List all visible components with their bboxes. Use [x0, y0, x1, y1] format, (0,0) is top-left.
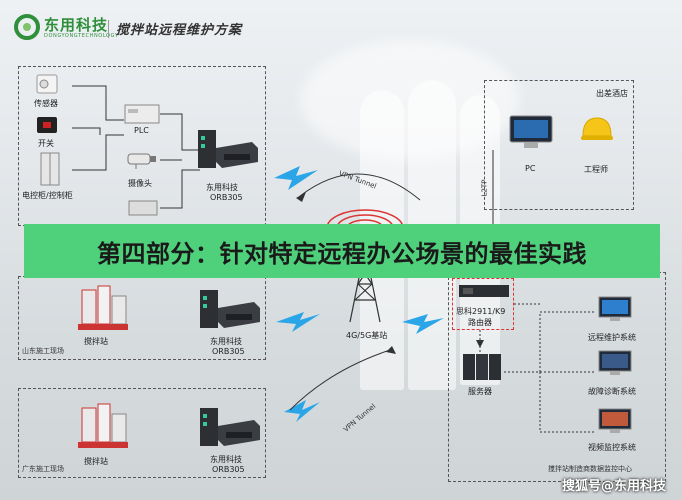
router-type-label: 路由器 — [468, 318, 492, 327]
mixing-plant-icon — [78, 403, 128, 448]
header: 东用科技 DONGYONGTECHNOLOGY 搅拌站远程维护方案 — [0, 0, 682, 56]
monitor-icon — [598, 408, 632, 433]
sensor-icon — [36, 74, 58, 94]
site-guangdong-box — [18, 388, 266, 478]
wireless-signal-icon — [402, 314, 444, 334]
wireless-signal-icon — [276, 312, 320, 332]
switch-label: 开关 — [38, 139, 54, 148]
plc-label: PLC — [134, 126, 149, 135]
section-banner: 第四部分：针对特定远程办公场景的最佳实践 — [24, 224, 660, 278]
monitor-icon — [598, 296, 632, 321]
engineer-helmet-icon — [581, 117, 613, 140]
mixing-plant-icon — [78, 285, 128, 330]
tower-label: 4G/5G基站 — [346, 331, 388, 340]
control-cabinet-icon — [40, 152, 60, 186]
hardware-icon — [128, 200, 158, 216]
watermark: 搜狐号@东用科技 — [561, 479, 666, 494]
router-brand-label: 东用科技 — [210, 337, 242, 346]
router-brand-label: 东用科技 — [206, 183, 238, 192]
router-model-label: ORB305 — [210, 193, 243, 202]
pc-icon — [509, 115, 553, 148]
video-system-label: 视频监控系统 — [588, 443, 636, 452]
router-brand-label: 东用科技 — [210, 455, 242, 464]
mixing-plant-label: 搅拌站 — [84, 457, 108, 466]
wireless-signal-icon — [274, 166, 318, 190]
monitor-icon — [598, 350, 632, 375]
header-divider — [108, 20, 109, 38]
camera-label: 摄像头 — [128, 179, 152, 188]
router-model-label: 思科2911/K9 — [456, 307, 506, 316]
brand-english: DONGYONGTECHNOLOGY — [44, 33, 119, 39]
site-location-label: 山东施工现场 — [22, 347, 64, 355]
diagnosis-system-label: 故障诊断系统 — [588, 387, 636, 396]
company-logo-icon — [14, 14, 40, 40]
datacenter-label: 搅拌站制造商数据监控中心 — [548, 465, 632, 473]
sensor-label: 传感器 — [34, 99, 58, 108]
pc-label: PC — [525, 164, 536, 173]
server-icon — [463, 354, 501, 380]
router-orb305-icon — [200, 290, 260, 328]
mixing-plant-label: 搅拌站 — [84, 337, 108, 346]
engineer-label: 工程师 — [584, 165, 608, 174]
plc-icon — [124, 104, 160, 124]
l2tp-label: L2TP — [480, 179, 489, 197]
hotel-title: 出差酒店 — [596, 89, 628, 98]
router-model-label: ORB305 — [212, 347, 245, 356]
site-location-label: 广东施工现场 — [22, 465, 64, 473]
router-model-label: ORB305 — [212, 465, 245, 474]
arrow-down-icon — [476, 340, 484, 348]
hotel-box — [484, 80, 634, 210]
remote-system-label: 远程维护系统 — [588, 333, 636, 342]
wireless-signal-icon — [284, 400, 320, 422]
switch-icon — [37, 117, 57, 133]
page-title: 搅拌站远程维护方案 — [116, 23, 243, 38]
router-highlight-box — [452, 278, 514, 330]
brand-name: 东用科技 — [44, 16, 109, 34]
server-label: 服务器 — [468, 387, 492, 396]
cisco-router-icon — [459, 285, 509, 297]
router-orb305-icon — [200, 408, 260, 446]
router-orb305-icon — [198, 130, 258, 168]
cabinet-label: 电控柜/控制柜 — [22, 191, 73, 200]
camera-icon — [127, 153, 156, 169]
